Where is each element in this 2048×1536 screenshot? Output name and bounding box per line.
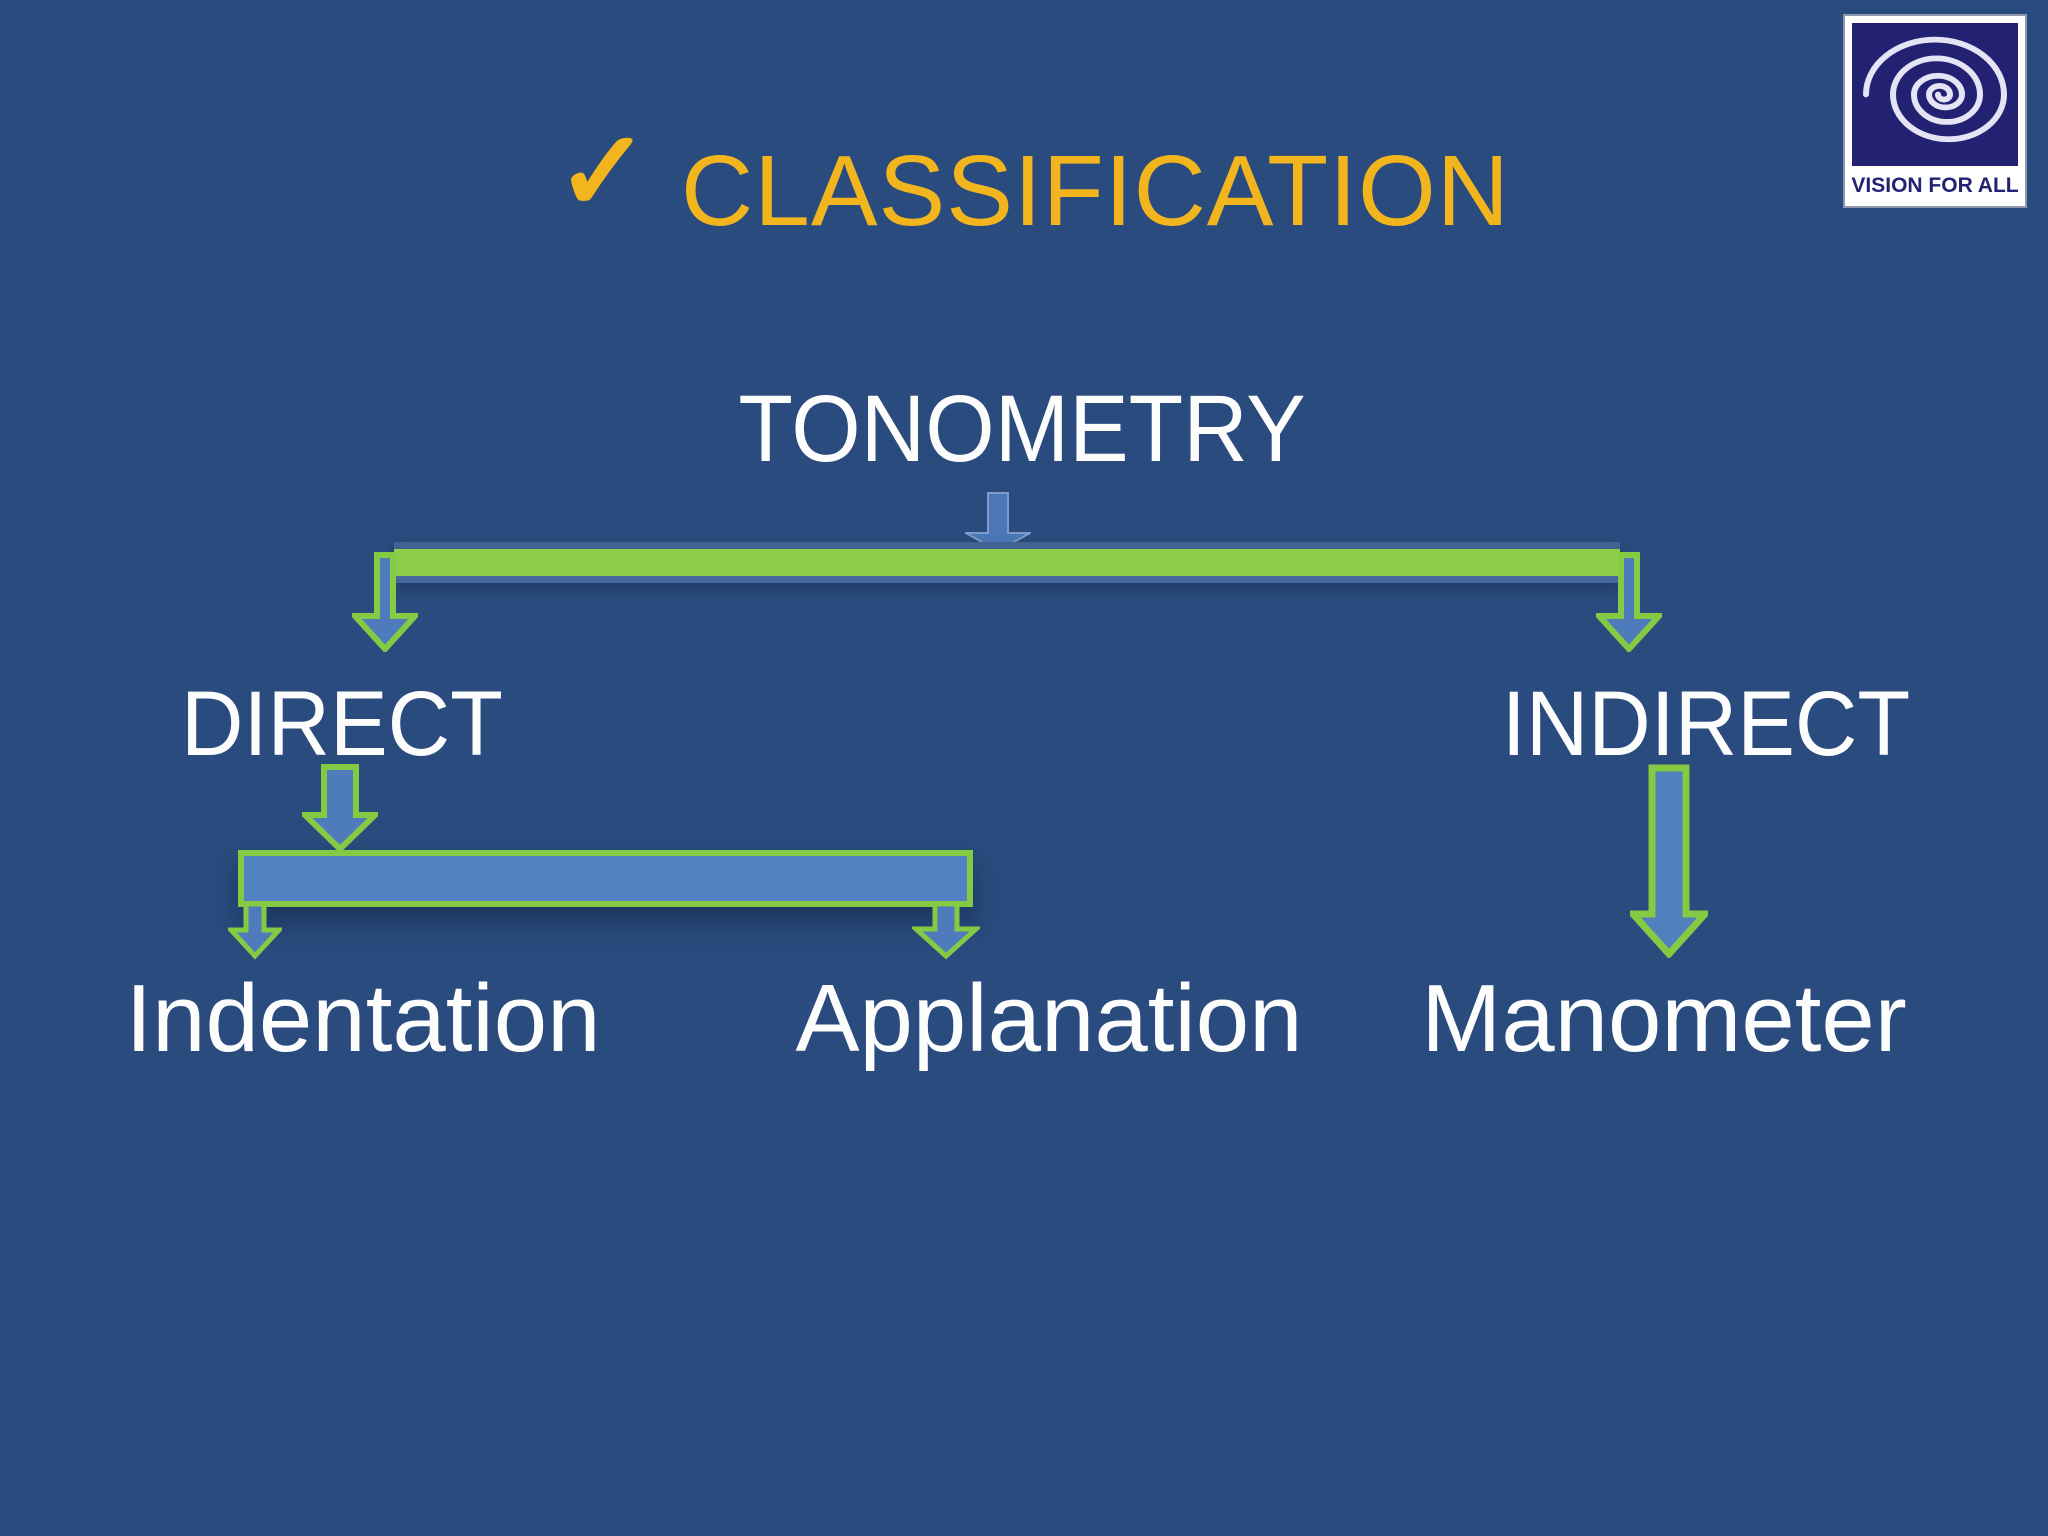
node-tonometry: TONOMETRY: [738, 376, 1306, 482]
node-indentation: Indentation: [125, 965, 601, 1072]
direct-branch-arrow-icon: [352, 552, 418, 652]
checkmark-icon: ✓: [556, 109, 650, 234]
vision-for-all-logo: VISION FOR ALL: [1843, 14, 2027, 208]
indirect-branch-arrow-icon: [1596, 552, 1662, 652]
direct-sub-arrow-icon: [302, 764, 378, 852]
node-indirect: INDIRECT: [1501, 673, 1911, 775]
manometer-arrow-icon: [1630, 764, 1708, 958]
eye-spiral-icon: [1852, 23, 2018, 166]
branch-bar-top: [394, 542, 1620, 583]
node-manometer: Manometer: [1421, 965, 1907, 1072]
applanation-arrow-icon: [912, 904, 980, 960]
page-title: CLASSIFICATION: [681, 135, 1510, 247]
logo-caption: VISION FOR ALL: [1851, 174, 2019, 197]
indentation-arrow-icon: [228, 904, 282, 960]
direct-sub-bar: [238, 850, 973, 907]
node-applanation: Applanation: [795, 965, 1303, 1072]
node-direct: DIRECT: [181, 673, 503, 775]
